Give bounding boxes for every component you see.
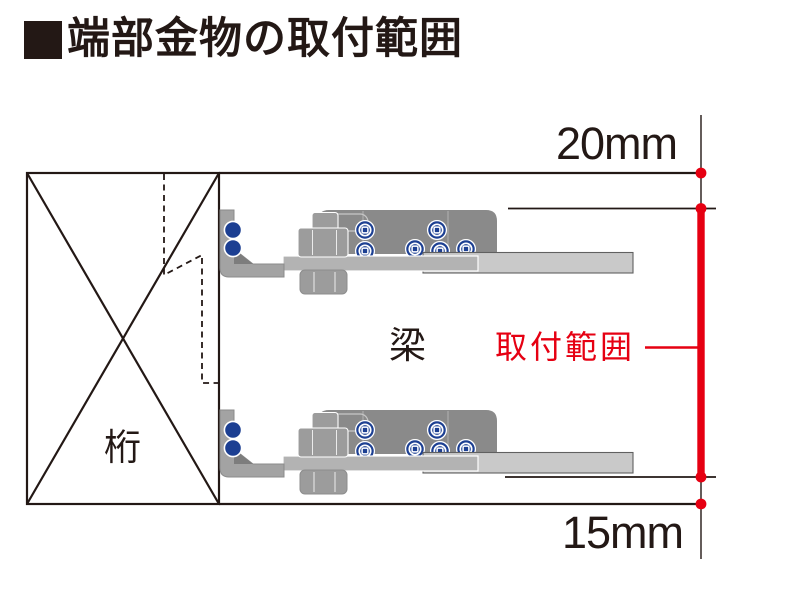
install-range-label: 取付範囲 [495, 329, 636, 365]
girder-label: 桁 [104, 427, 141, 468]
girder-section [25, 171, 221, 506]
range-end-dot [695, 498, 707, 510]
hidden-tenon-dashed-outline [163, 174, 218, 384]
end-hardware-bottom [220, 410, 633, 494]
beam-edge-lines [219, 171, 697, 506]
end-hardware-top [220, 210, 633, 294]
dimension-label-bottom: 15mm [562, 507, 684, 558]
install-range-bar [697, 208, 705, 477]
page-heading: 端部金物の取付範囲 [24, 18, 463, 61]
dimension-label-top: 20mm [556, 118, 678, 169]
black-square-icon [24, 20, 62, 59]
range-end-dot [695, 471, 707, 483]
range-end-dot [695, 167, 707, 179]
page-title: 端部金物の取付範囲 [67, 15, 463, 63]
beam-label: 梁 [389, 325, 426, 366]
range-end-dot [695, 203, 707, 214]
install-range-marking [645, 167, 707, 510]
